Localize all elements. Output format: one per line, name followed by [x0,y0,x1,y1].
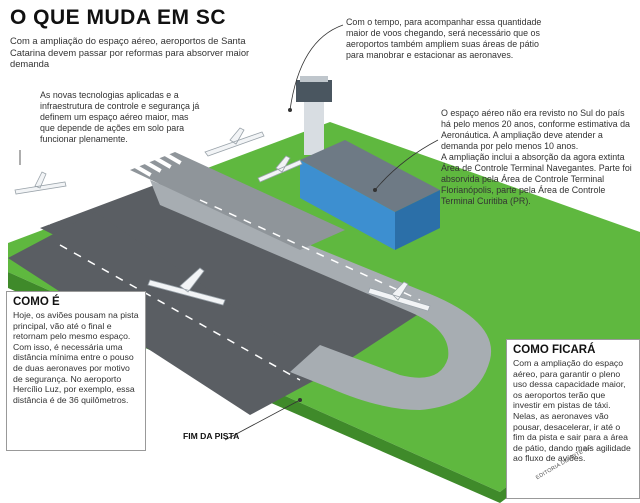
como-e-box: COMO É Hoje, os aviões pousam na pista p… [6,291,146,451]
como-e-heading: COMO É [13,296,60,308]
note-apron-expansion: Com o tempo, para acompanhar essa quanti… [346,17,542,60]
control-tower [296,76,332,155]
terminal-building [300,140,440,250]
end-of-runway-label: FIM DA PISTA [183,431,240,441]
plane-icon [367,281,431,312]
como-ficara-box: COMO FICARÁ Com a ampliação do espaço aé… [506,339,640,499]
runway-centerline [59,199,421,381]
runway-lower [8,212,330,415]
note-airspace-p2: A ampliação inclui a absorção da agora e… [441,152,632,206]
page-title: O QUE MUDA EM SC [10,6,227,29]
plane-icon [14,171,67,195]
como-ficara-heading: COMO FICARÁ [513,344,596,356]
plane-icons [14,127,431,312]
taxiway-loop [150,180,492,410]
taxiway-strip [130,152,345,250]
note-airspace: O espaço aéreo não era revisto no Sul do… [441,108,636,207]
page-subtitle: Com a ampliação do espaço aéreo, aeropor… [10,35,250,69]
leader-dots [288,108,377,402]
plane-icon [257,155,303,183]
note-technology: As novas tecnologias aplicadas e a infra… [40,90,200,144]
main-runway [40,183,440,372]
plane-icon [204,127,265,157]
como-ficara-text: Com a ampliação do espaço aéreo, para ga… [513,358,631,464]
plane-icon [147,267,226,306]
como-e-text: Hoje, os aviões pousam na pista principa… [13,310,139,405]
leader-lines [19,24,439,441]
runway-threshold-marks [22,151,182,229]
note-airspace-p1: O espaço aéreo não era revisto no Sul do… [441,108,630,151]
